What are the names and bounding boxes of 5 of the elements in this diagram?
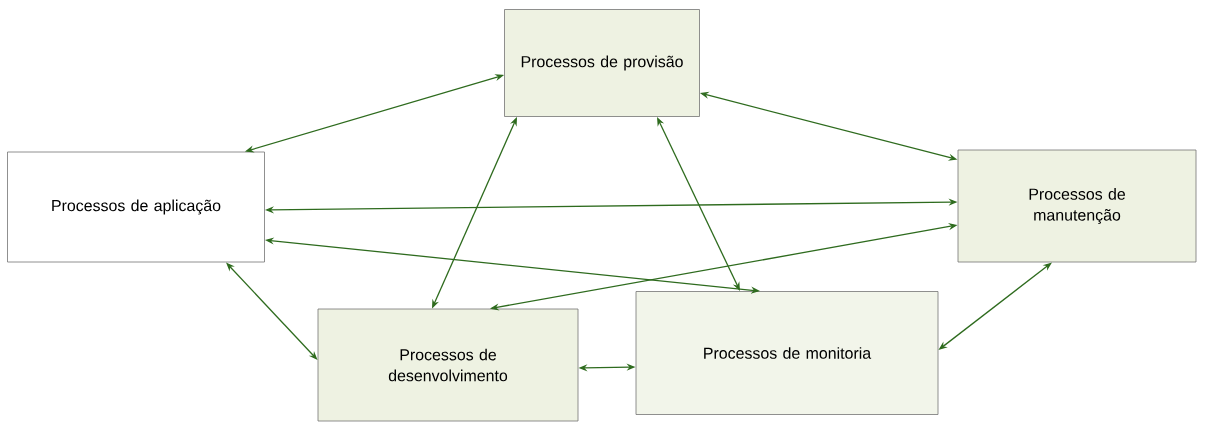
process-box: Processos de desenvolvimento [317, 308, 579, 422]
process-box: Processos de monitoria [635, 291, 939, 415]
process-box: Processos de provisão [504, 9, 700, 117]
process-box: Processos de aplicação [7, 151, 265, 263]
process-box: Processos de manutenção [957, 149, 1197, 263]
